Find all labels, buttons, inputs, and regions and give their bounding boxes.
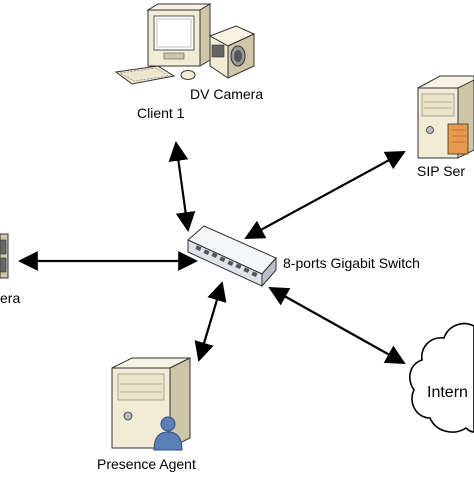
client1-computer-icon: [114, 3, 212, 85]
dv-camera-top-label: DV Camera: [190, 86, 264, 102]
sip-server-label: SIP Ser: [417, 163, 465, 179]
link-internet-switch: [268, 287, 406, 364]
switch-label: 8-ports Gigabit Switch: [283, 255, 420, 271]
link-presence-switch: [194, 281, 227, 362]
switch-icon: [187, 225, 277, 288]
link-sip-switch: [244, 151, 406, 239]
client1-label: Client 1: [137, 105, 185, 121]
dv-camera-left-label: era: [0, 290, 21, 306]
internet-label: Intern: [427, 384, 468, 401]
link-client1-switch: [168, 141, 196, 232]
dv-camera-left-icon: [0, 233, 9, 279]
connections: [18, 141, 406, 364]
internet-cloud-icon: [409, 322, 474, 433]
presence-agent-label: Presence Agent: [97, 456, 196, 472]
sip-server-icon: [417, 75, 474, 159]
presence-agent-server-icon: [111, 357, 191, 451]
dv-camera-top-icon: [208, 25, 256, 79]
